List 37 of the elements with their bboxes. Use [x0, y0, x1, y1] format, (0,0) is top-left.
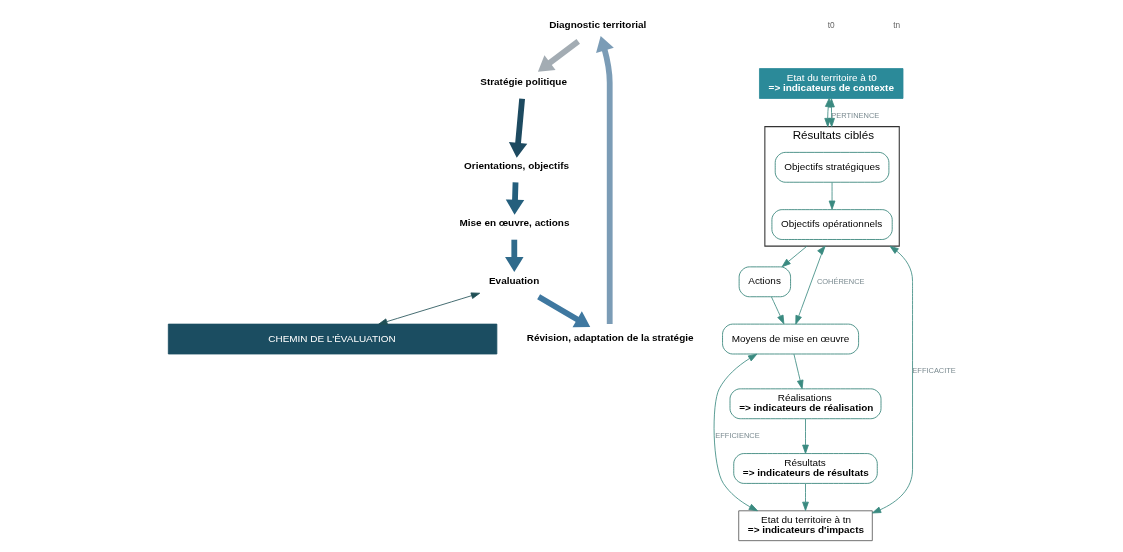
- node-box: Etat du territoire à t0 => indicateurs de contexte: [758, 68, 903, 99]
- node-text: Evaluation: [488, 274, 539, 286]
- node-text: Mise en œuvre, actions: [459, 217, 569, 229]
- node-text: Orientations, objectifs: [463, 160, 569, 172]
- arrow: [793, 353, 803, 390]
- node-text: Révision, adaptation de la stratégie: [526, 331, 694, 343]
- edge-label: EFFICIENCE: [714, 430, 760, 440]
- node-box: Objectifs stratégiques: [774, 151, 889, 183]
- arrow: [801, 483, 809, 511]
- label: tn: [892, 20, 900, 31]
- edge-label: EFFICACITE: [911, 366, 956, 376]
- node-text: Diagnostic territorial: [548, 19, 646, 31]
- arrow: [504, 239, 524, 273]
- arrow: [508, 98, 527, 158]
- node-box: Moyens de mise en œuvre: [721, 323, 859, 355]
- label: t0: [827, 20, 835, 31]
- node-box: CHEMIN DE L'ÉVALUATION: [167, 323, 497, 355]
- node-box: Objectifs opérationnels: [771, 209, 893, 240]
- arrow: [781, 245, 807, 268]
- arrow: [794, 245, 826, 325]
- node-text: Stratégie politique: [479, 76, 567, 88]
- arrow: [377, 292, 480, 325]
- arrow: [801, 418, 809, 454]
- arrow: [536, 294, 590, 328]
- arrow: [537, 39, 580, 72]
- arrow: [505, 182, 524, 215]
- arrow: [871, 245, 913, 514]
- node-box: Réalisations => indicateurs de réalisation: [729, 388, 881, 420]
- arrow: [770, 296, 784, 325]
- arrow: [713, 353, 758, 512]
- edge-label: COHÉRENCE: [816, 276, 865, 286]
- edge-label: PERTINENCE: [830, 110, 879, 120]
- node-box: Résultats => indicateurs de résultats: [732, 453, 878, 484]
- arrow: [595, 35, 614, 325]
- node-box: Etat du territoire à tn => indicateurs d'impacts: [737, 510, 873, 542]
- arrow: [828, 182, 835, 210]
- node-box: Actions: [738, 266, 791, 298]
